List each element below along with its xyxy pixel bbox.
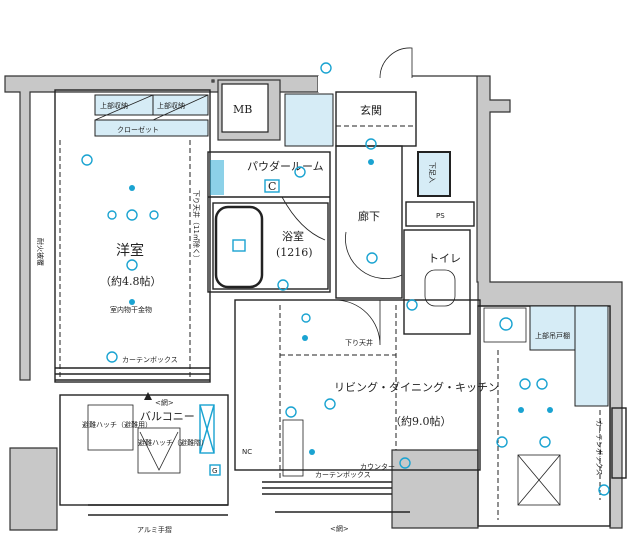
g-mark: G xyxy=(212,467,217,475)
kitchen-upper-storage-label: 上部吊戸棚 xyxy=(535,331,570,340)
c-mark: C xyxy=(268,180,276,193)
indoor-drying-label: 室内物干金物 xyxy=(110,305,152,314)
ldk-name: リビング・ダイニング・キッチン xyxy=(334,380,499,394)
curtain-box-kitchen-label: カーテンボックス xyxy=(595,420,603,476)
western-room-size: （約4.8帖） xyxy=(100,274,162,288)
toilet-label: トイレ xyxy=(428,252,461,265)
hallway-label: 廊下 xyxy=(358,209,380,223)
balcony xyxy=(59,392,229,516)
net-ldk-label: <網> xyxy=(330,524,349,533)
balcony-label: バルコニー xyxy=(140,410,195,423)
entrance-label: 玄関 xyxy=(360,103,382,117)
mb-label: MB xyxy=(233,103,252,116)
lowered-ceiling-western-label: 下り天井（11㎡除く） xyxy=(192,190,201,262)
evac-hatch-2-label: 避難ハッチ（避難階） xyxy=(138,438,208,447)
curtain-box-western-label: カーテンボックス xyxy=(122,356,178,364)
closet-label: クローゼット xyxy=(117,125,159,134)
ldk-size: （約9.0帖） xyxy=(390,414,452,428)
electrical-symbols xyxy=(81,62,610,496)
powder-room-label: パウダールーム xyxy=(247,159,324,173)
aluminum-rail-label: アルミ手摺 xyxy=(137,525,172,534)
bathroom-size: (1216) xyxy=(276,246,313,259)
counter-label: カウンター xyxy=(360,462,395,471)
bath-area xyxy=(207,151,331,293)
net-balcony-label: <網> xyxy=(155,398,174,407)
fireproof-label: 耐火被覆 xyxy=(36,238,45,266)
nc-mark: NC xyxy=(242,448,252,456)
ldk xyxy=(234,299,627,527)
lowered-ceiling-ldk-label: 下り天井 xyxy=(345,338,373,347)
western-room xyxy=(54,89,211,383)
upper-closets xyxy=(284,93,334,147)
upper-storage-label-1: 上部収納 xyxy=(100,101,128,110)
mb-box xyxy=(221,83,269,133)
evac-hatch-1-label: 避難ハッチ（避難用） xyxy=(82,420,152,429)
shoe-storage-label: 下足入 xyxy=(428,162,436,183)
western-room-name: 洋室 xyxy=(116,242,144,259)
ps-label: PS xyxy=(436,212,445,220)
entrance-hall xyxy=(335,47,475,335)
curtain-box-ldk-label: カーテンボックス xyxy=(315,471,371,479)
upper-storage-label-2: 上部収納 xyxy=(157,101,185,110)
bathroom-name: 浴室 xyxy=(282,229,304,243)
